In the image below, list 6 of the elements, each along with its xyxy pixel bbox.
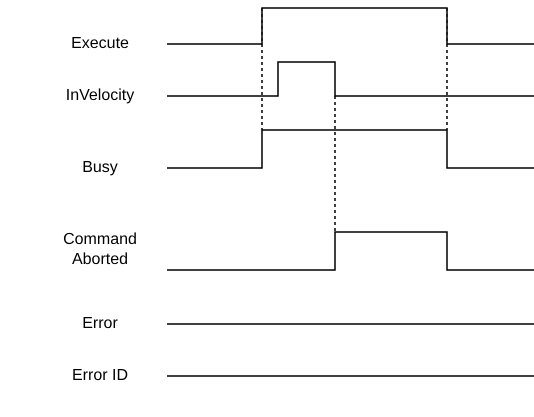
- signal-name: Error: [81, 314, 119, 334]
- signal-name: InVelocity: [64, 86, 136, 106]
- signal-name: Execute: [70, 34, 130, 54]
- signal-name: Error ID: [71, 366, 129, 386]
- signal-name: Busy: [81, 158, 119, 178]
- signal-name: Command Aborted: [62, 230, 138, 270]
